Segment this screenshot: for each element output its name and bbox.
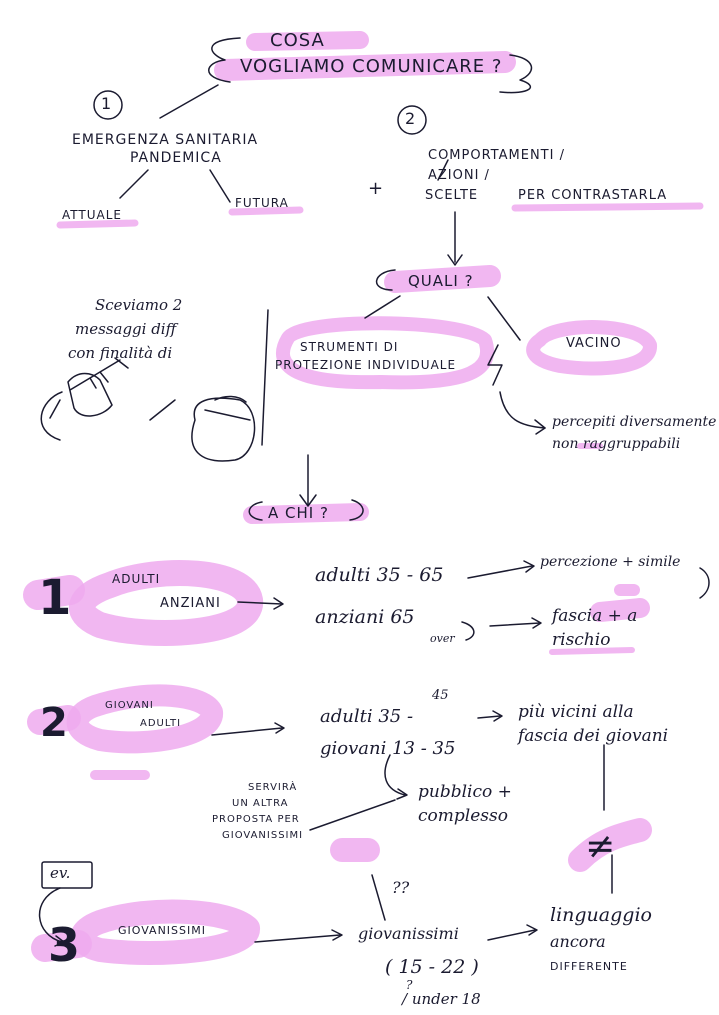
title-line1: COSA bbox=[270, 30, 325, 51]
group3-detail1: giovanissimi bbox=[358, 924, 459, 943]
group2-detail1: adulti 35 - bbox=[320, 706, 414, 727]
group1-result2-line1: fascia + a bbox=[552, 606, 638, 626]
branch-futura: FUTURA bbox=[235, 196, 289, 210]
group1-line1: ADULTI bbox=[112, 572, 161, 586]
group3-label: GIOVANISSIMI bbox=[118, 924, 206, 937]
highlights bbox=[23, 31, 704, 965]
group3-result-line2: ancora bbox=[550, 932, 606, 951]
group3-detail2-q: ? bbox=[406, 978, 413, 992]
proposal-line2: UN ALTRA bbox=[232, 798, 289, 809]
not-equal-sign: ≠ bbox=[585, 826, 616, 867]
group1-detail2: anziani 65 bbox=[315, 606, 415, 628]
ink-strokes bbox=[38, 37, 710, 947]
ev-box-label: ev. bbox=[50, 864, 71, 882]
quali-label: QUALI ? bbox=[408, 272, 474, 290]
tools-line2: PROTEZIONE INDIVIDUALE bbox=[275, 358, 457, 372]
perception-line1: percepiti diversamente bbox=[552, 414, 717, 430]
group1-detail2b: over bbox=[430, 632, 455, 645]
group3-number: 3 bbox=[48, 918, 81, 972]
group1-detail1: adulti 35 - 65 bbox=[315, 564, 444, 586]
group2-line1: GIOVANI bbox=[105, 700, 154, 711]
note-messages-line2: messaggi diff bbox=[75, 320, 177, 338]
group3-detail3: / under 18 bbox=[402, 990, 481, 1008]
group2-audience-line2: complesso bbox=[418, 806, 508, 826]
branch-attuale: ATTUALE bbox=[62, 208, 122, 222]
proposal-line3: PROPOSTA PER bbox=[212, 814, 300, 825]
group2-result1-line2: fascia dei giovani bbox=[518, 726, 669, 746]
perception-line2: non raggruppabili bbox=[552, 436, 681, 452]
group2-line2: ADULTI bbox=[140, 718, 182, 729]
group3-result-line3: DIFFERENTE bbox=[550, 960, 628, 973]
group2-result1-line1: più vicini alla bbox=[518, 702, 634, 722]
group2-number: 2 bbox=[40, 700, 68, 746]
group3-detail2: ( 15 - 22 ) bbox=[385, 956, 479, 978]
section1-label-line1: EMERGENZA SANITARIA bbox=[72, 132, 259, 148]
group3-result-line1: linguaggio bbox=[550, 904, 652, 926]
proposal-line1: SERVIRÀ bbox=[248, 782, 298, 793]
group1-result1: percezione + simile bbox=[540, 554, 681, 570]
plus-sign: + bbox=[368, 178, 384, 199]
section2-number: 2 bbox=[405, 109, 416, 128]
section2-line2: AZIONI / bbox=[428, 168, 490, 183]
group3-qmarks: ?? bbox=[392, 878, 410, 897]
section2-line3b: PER CONTRASTARLA bbox=[518, 188, 668, 203]
group2-detail1-corr: 45 bbox=[432, 688, 449, 703]
vaccine-label: VACINO bbox=[566, 336, 622, 351]
to-whom-label: A CHI ? bbox=[268, 504, 329, 522]
title-line2: VOGLIAMO COMUNICARE ? bbox=[240, 56, 503, 77]
proposal-line4: GIOVANISSIMI bbox=[222, 830, 304, 841]
section1-number: 1 bbox=[101, 94, 112, 113]
section1-label-line2: PANDEMICA bbox=[130, 150, 222, 166]
group2-detail2: giovani 13 - 35 bbox=[320, 738, 456, 759]
tools-line1: STRUMENTI DI bbox=[300, 340, 399, 354]
group1-number: 1 bbox=[38, 570, 72, 626]
note-messages-line3: con finalità di bbox=[68, 344, 173, 362]
group2-audience-line1: pubblico + bbox=[418, 782, 512, 802]
section2-line3: SCELTE bbox=[425, 188, 479, 203]
group1-result2-line2: rischio bbox=[552, 630, 611, 650]
group1-line2: ANZIANI bbox=[160, 596, 221, 611]
note-messages-line1: Sceviamo 2 bbox=[95, 296, 183, 314]
section2-line1: COMPORTAMENTI / bbox=[428, 148, 565, 163]
